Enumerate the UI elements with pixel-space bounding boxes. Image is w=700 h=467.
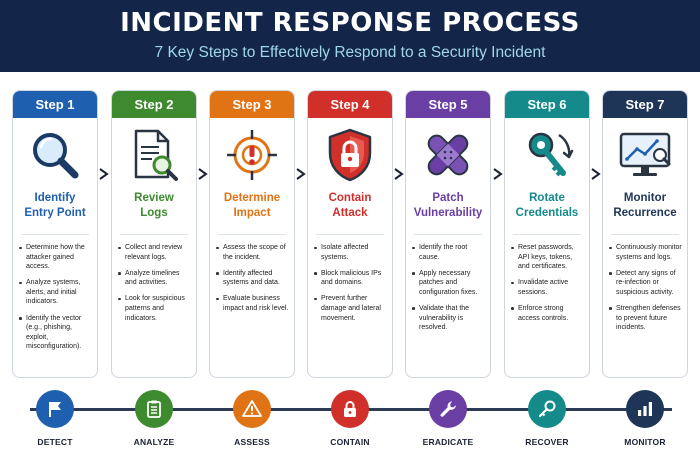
list-item: Invalidate active sessions. [511,278,585,297]
timeline-node-detect: DETECT [35,390,75,447]
timeline-label: ANALYZE [133,437,175,447]
timeline-label: CONTAIN [330,437,370,447]
arrow-right-icon [394,168,404,180]
timeline-node-assess: ASSESS [232,390,272,447]
step-tab: Step 4 [308,91,392,118]
bandage-icon [427,134,469,176]
list-item: Isolate affected systems. [314,243,388,262]
list-item: Assess the scope of the incident. [216,243,290,262]
list-item: Determine how the attacker gained access… [19,243,93,272]
list-item: Evaluate business impact and risk level. [216,294,290,313]
list-item: Apply necessary patches and configuratio… [412,269,486,298]
list-item: Continuously monitor systems and logs. [609,243,683,262]
timeline-node-contain: CONTAIN [330,390,370,447]
shield-lock-icon [328,128,372,182]
list-item: Analyze systems, alerts, and initial ind… [19,278,93,307]
phase-timeline: DETECT ANALYZE ASSESS CONTAIN ERADICATE … [0,388,700,467]
list-item: Detect any signs of re-infection or susp… [609,269,683,298]
flag-icon [36,390,74,428]
bar-chart-icon [626,390,664,428]
step-tab: Step 6 [505,91,589,118]
step-bullets: Determine how the attacker gained access… [13,243,97,352]
step-tab: Step 5 [406,91,490,118]
step-bullets: Isolate affected systems. Block maliciou… [308,243,392,323]
list-item: Collect and review relevant logs. [118,243,192,262]
step-bullets: Reset passwords, API keys, tokens, and c… [505,243,589,323]
timeline-label: ERADICATE [422,437,474,447]
warning-icon [233,390,271,428]
clipboard-icon [135,390,173,428]
monitor-chart-icon [619,132,671,176]
key-rotate-icon [528,132,574,177]
list-item: Reset passwords, API keys, tokens, and c… [511,243,585,272]
arrow-right-icon [99,168,109,180]
lock-icon [331,390,369,428]
list-item: Identify the root cause. [412,243,486,262]
step-bullets: Collect and review relevant logs. Analyz… [112,243,196,323]
timeline-node-recover: RECOVER [525,390,569,447]
target-alert-icon [227,130,277,180]
page-subtitle: 7 Key Steps to Effectively Respond to a … [154,44,546,61]
list-item: Strengthen defenses to prevent future in… [609,304,683,333]
list-item: Enforce strong access controls. [511,304,585,323]
document-search-icon [134,129,178,181]
list-item: Prevent further damage and lateral movem… [314,294,388,323]
step-bullets: Identify the root cause. Apply necessary… [406,243,490,333]
key-icon [528,390,566,428]
timeline-node-analyze: ANALYZE [134,390,174,447]
timeline-node-monitor: MONITOR [624,390,665,447]
arrow-right-icon [591,168,601,180]
step-bullets: Assess the scope of the incident. Identi… [210,243,294,314]
arrow-right-icon [198,168,208,180]
step-tab: Step 7 [603,91,687,118]
timeline-label: MONITOR [624,437,666,447]
step-tab: Step 2 [112,91,196,118]
arrow-right-icon [493,168,503,180]
list-item: Identify affected systems and data. [216,269,290,288]
step-tab: Step 3 [210,91,294,118]
list-item: Validate that the vulnerability is resol… [412,304,486,333]
magnifier-icon [33,133,79,179]
timeline-label: DETECT [37,437,73,447]
list-item: Look for suspicious patterns and indicat… [118,294,192,323]
arrow-right-icon [296,168,306,180]
list-item: Block malicious IPs and domains. [314,269,388,288]
step-bullets: Continuously monitor systems and logs. D… [603,243,687,333]
page-title: INCIDENT RESPONSE PROCESS [120,8,580,38]
timeline-node-eradicate: ERADICATE [423,390,473,447]
timeline-label: ASSESS [234,437,270,447]
step-tab: Step 1 [13,91,97,118]
timeline-label: RECOVER [525,437,569,447]
list-item: Identify the vector (e.g., phishing, exp… [19,314,93,352]
list-item: Analyze timelines and activities. [118,269,192,288]
header: INCIDENT RESPONSE PROCESS 7 Key Steps to… [0,0,700,72]
wrench-icon [429,390,467,428]
